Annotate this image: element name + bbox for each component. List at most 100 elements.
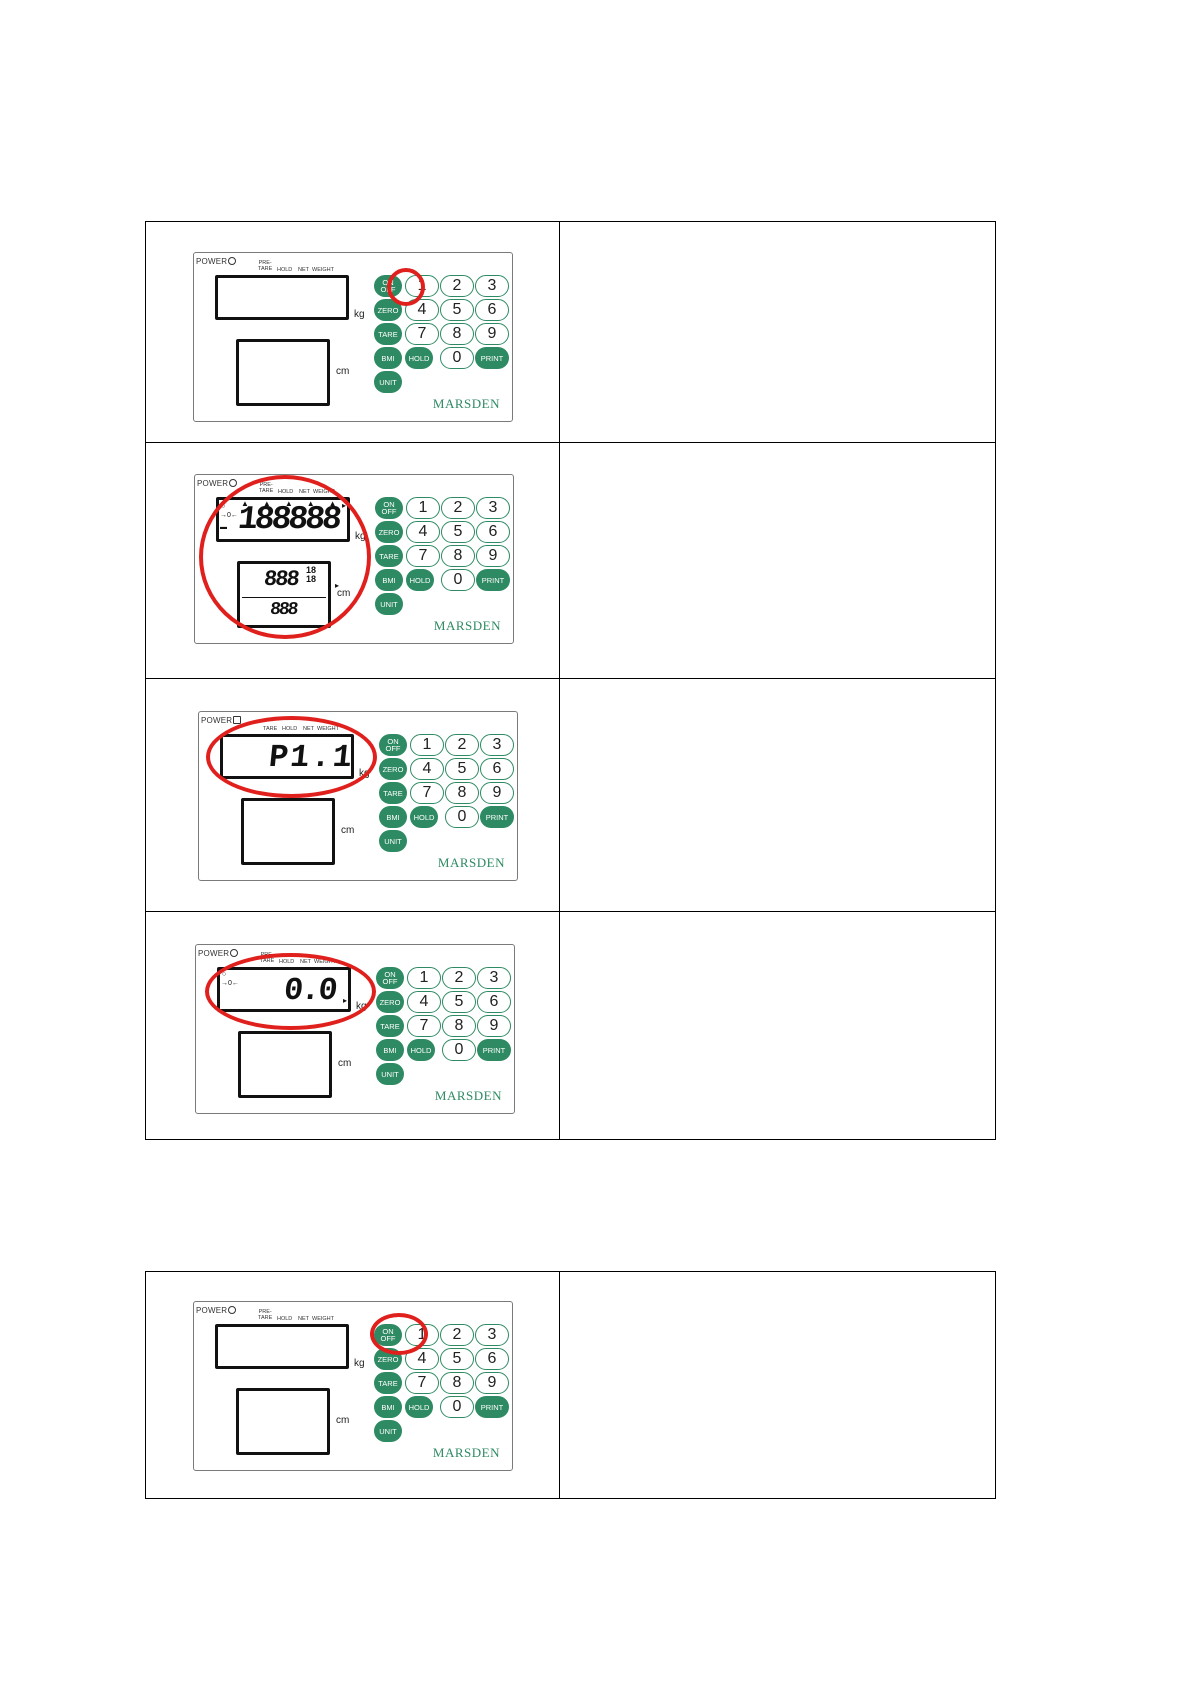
key-7[interactable]: 7 [410, 782, 444, 804]
key-2[interactable]: 2 [440, 275, 474, 297]
zero-button[interactable]: ZERO [375, 521, 403, 543]
key-0[interactable]: 0 [445, 806, 479, 828]
key-0[interactable]: 0 [442, 1039, 476, 1061]
key-4[interactable]: 4 [405, 299, 439, 321]
tare-button[interactable]: TARE [374, 1372, 402, 1394]
tare-button[interactable]: TARE [376, 1015, 404, 1037]
print-button[interactable]: PRINT [477, 1039, 511, 1061]
key-4[interactable]: 4 [410, 758, 444, 780]
key-8[interactable]: 8 [441, 545, 475, 567]
unit-button[interactable]: UNIT [374, 371, 402, 393]
key-5[interactable]: 5 [445, 758, 479, 780]
unit-button[interactable]: UNIT [374, 1420, 402, 1442]
key-3[interactable]: 3 [477, 967, 511, 989]
bmi-button[interactable]: BMI [374, 347, 402, 369]
power-indicator: POWER [201, 716, 242, 725]
step-text-cell [559, 442, 996, 679]
key-5[interactable]: 5 [441, 521, 475, 543]
height-display [238, 1031, 332, 1098]
power-indicator: POWER [197, 479, 238, 488]
key-8[interactable]: 8 [440, 1372, 474, 1394]
key-6[interactable]: 6 [477, 991, 511, 1013]
key-3[interactable]: 3 [475, 1324, 509, 1346]
key-9[interactable]: 9 [475, 1372, 509, 1394]
weight-display [215, 275, 349, 320]
bmi-button[interactable]: BMI [379, 806, 407, 828]
hold-button[interactable]: HOLD [407, 1039, 435, 1061]
unit-button[interactable]: UNIT [376, 1063, 404, 1085]
key-1[interactable]: 1 [407, 967, 441, 989]
hold-button[interactable]: HOLD [405, 347, 433, 369]
tare-button[interactable]: TARE [375, 545, 403, 567]
highlight-circle [206, 716, 377, 798]
hold-button[interactable]: HOLD [405, 1396, 433, 1418]
key-7[interactable]: 7 [406, 545, 440, 567]
key-7[interactable]: 7 [405, 323, 439, 345]
key-6[interactable]: 6 [475, 1348, 509, 1370]
key-4[interactable]: 4 [405, 1348, 439, 1370]
key-9[interactable]: 9 [475, 323, 509, 345]
bmi-button[interactable]: BMI [374, 1396, 402, 1418]
bmi-button[interactable]: BMI [376, 1039, 404, 1061]
key-0[interactable]: 0 [440, 347, 474, 369]
key-8[interactable]: 8 [442, 1015, 476, 1037]
hold-button[interactable]: HOLD [410, 806, 438, 828]
key-6[interactable]: 6 [475, 299, 509, 321]
height-display [236, 1388, 330, 1455]
brand-logo: MARSDEN [432, 1445, 500, 1460]
print-button[interactable]: PRINT [475, 347, 509, 369]
key-3[interactable]: 3 [475, 275, 509, 297]
key-2[interactable]: 2 [445, 734, 479, 756]
unit-button[interactable]: UNIT [375, 593, 403, 615]
key-5[interactable]: 5 [442, 991, 476, 1013]
key-6[interactable]: 6 [476, 521, 510, 543]
zero-button[interactable]: ZERO [379, 758, 407, 780]
key-2[interactable]: 2 [441, 497, 475, 519]
key-7[interactable]: 7 [407, 1015, 441, 1037]
hold-button[interactable]: HOLD [406, 569, 434, 591]
key-5[interactable]: 5 [440, 299, 474, 321]
key-2[interactable]: 2 [442, 967, 476, 989]
key-2[interactable]: 2 [440, 1324, 474, 1346]
key-1[interactable]: 1 [406, 497, 440, 519]
key-3[interactable]: 3 [480, 734, 514, 756]
key-8[interactable]: 8 [445, 782, 479, 804]
key-9[interactable]: 9 [480, 782, 514, 804]
key-7[interactable]: 7 [405, 1372, 439, 1394]
power-led-icon [230, 949, 239, 957]
print-button[interactable]: PRINT [480, 806, 514, 828]
brand-logo: MARSDEN [432, 396, 500, 411]
unit-kg-label: kg [354, 1358, 365, 1369]
zero-button[interactable]: ZERO [376, 991, 404, 1013]
bmi-button[interactable]: BMI [375, 569, 403, 591]
table-row: POWER PRE-TARE HOLD NET WEIGHT ○ →0← 0.0… [145, 911, 996, 1140]
weight-display [215, 1324, 349, 1369]
unit-cm-label: cm [336, 1415, 350, 1426]
zero-button[interactable]: ZERO [374, 299, 402, 321]
tare-button[interactable]: TARE [374, 323, 402, 345]
key-9[interactable]: 9 [476, 545, 510, 567]
key-8[interactable]: 8 [440, 323, 474, 345]
power-led-icon [233, 716, 242, 724]
tare-button[interactable]: TARE [379, 782, 407, 804]
print-button[interactable]: PRINT [476, 569, 510, 591]
key-4[interactable]: 4 [407, 991, 441, 1013]
key-3[interactable]: 3 [476, 497, 510, 519]
print-button[interactable]: PRINT [475, 1396, 509, 1418]
key-1[interactable]: 1 [410, 734, 444, 756]
unit-button[interactable]: UNIT [379, 830, 407, 852]
key-6[interactable]: 6 [480, 758, 514, 780]
key-5[interactable]: 5 [440, 1348, 474, 1370]
key-0[interactable]: 0 [441, 569, 475, 591]
key-4[interactable]: 4 [406, 521, 440, 543]
key-0[interactable]: 0 [440, 1396, 474, 1418]
key-9[interactable]: 9 [477, 1015, 511, 1037]
